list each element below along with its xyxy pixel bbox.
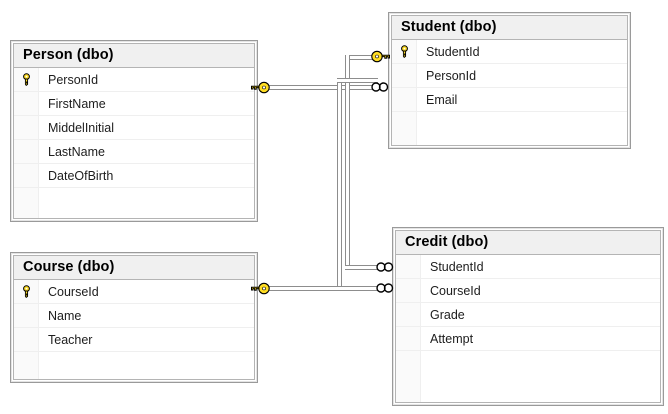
entity-table-student[interactable]: Student (dbo) StudentId PersonId xyxy=(388,12,631,149)
key-cell xyxy=(396,327,421,350)
table-row-empty[interactable] xyxy=(392,112,627,145)
infinity-icon xyxy=(376,262,394,272)
key-cell xyxy=(14,92,39,115)
relationship-corner-course-credit xyxy=(337,285,342,290)
relationship-endpoint-one-person[interactable] xyxy=(250,80,270,95)
key-cell xyxy=(392,88,417,111)
key-cell xyxy=(14,352,39,379)
field-label: LastName xyxy=(48,144,105,159)
table-row[interactable]: Attempt xyxy=(396,327,660,351)
field-label: StudentId xyxy=(426,44,480,59)
key-cell xyxy=(396,255,421,278)
key-cell xyxy=(396,279,421,302)
relationship-endpoint-many-student[interactable] xyxy=(370,80,390,94)
relationship-line-course-credit-vertical[interactable] xyxy=(337,78,342,290)
relationship-endpoint-one-student[interactable] xyxy=(371,49,391,64)
field-label: Grade xyxy=(430,307,465,322)
table-row[interactable]: LastName xyxy=(14,140,254,164)
key-cell xyxy=(392,40,417,63)
field-label: MiddelInitial xyxy=(48,120,115,135)
entity-table-course-title[interactable]: Course (dbo) xyxy=(14,256,254,280)
field-label: Email xyxy=(426,92,458,107)
key-icon xyxy=(22,73,30,86)
table-row[interactable]: PersonId xyxy=(392,64,627,88)
table-row[interactable]: CourseId xyxy=(396,279,660,303)
table-row[interactable]: FirstName xyxy=(14,92,254,116)
relationship-endpoint-one-course[interactable] xyxy=(250,281,270,296)
key-cell xyxy=(14,328,39,351)
entity-table-person-fields: PersonId FirstName MiddelInitial LastNam… xyxy=(14,68,254,218)
field-label: Name xyxy=(48,308,82,323)
key-icon xyxy=(251,282,270,295)
table-row[interactable]: Name xyxy=(14,304,254,328)
entity-table-course-inner: Course (dbo) CourseId Name xyxy=(13,255,255,380)
table-row-empty[interactable] xyxy=(14,352,254,379)
key-cell xyxy=(14,68,39,91)
relationship-line-student-credit-top[interactable] xyxy=(345,55,378,60)
entity-table-credit-inner: Credit (dbo) StudentId CourseId Grade At… xyxy=(395,230,661,403)
field-label: PersonId xyxy=(426,68,477,83)
entity-table-student-fields: StudentId PersonId Email xyxy=(392,40,627,145)
entity-table-student-title[interactable]: Student (dbo) xyxy=(392,16,627,40)
field-label: StudentId xyxy=(430,259,484,274)
table-row[interactable]: StudentId xyxy=(396,255,660,279)
relationship-line-course-credit-bottom[interactable] xyxy=(262,286,383,291)
table-row[interactable]: PersonId xyxy=(14,68,254,92)
field-label: CourseId xyxy=(48,284,99,299)
key-icon xyxy=(400,45,408,58)
key-icon xyxy=(22,285,30,298)
key-cell xyxy=(14,140,39,163)
relationship-line-person-student[interactable] xyxy=(262,85,374,90)
field-label: PersonId xyxy=(48,72,99,87)
relationship-line-course-credit-top[interactable] xyxy=(337,78,378,83)
entity-table-person[interactable]: Person (dbo) PersonId FirstName xyxy=(10,40,258,222)
key-cell xyxy=(14,164,39,187)
relationship-line-student-credit-bottom[interactable] xyxy=(345,265,383,270)
key-cell xyxy=(14,280,39,303)
infinity-icon xyxy=(371,82,389,92)
relationship-corner-student-credit-top xyxy=(345,55,350,60)
entity-table-course[interactable]: Course (dbo) CourseId Name xyxy=(10,252,258,383)
key-cell xyxy=(396,303,421,326)
key-cell xyxy=(14,116,39,139)
entity-table-student-inner: Student (dbo) StudentId PersonId xyxy=(391,15,628,146)
key-cell xyxy=(396,351,421,402)
entity-table-credit[interactable]: Credit (dbo) StudentId CourseId Grade At… xyxy=(392,227,664,406)
table-row-empty[interactable] xyxy=(14,188,254,218)
field-label: DateOfBirth xyxy=(48,168,114,183)
field-label: Teacher xyxy=(48,332,93,347)
table-row-empty[interactable] xyxy=(396,351,660,402)
field-label: Attempt xyxy=(430,331,474,346)
key-cell xyxy=(392,112,417,145)
entity-table-person-inner: Person (dbo) PersonId FirstName xyxy=(13,43,255,219)
key-cell xyxy=(14,188,39,218)
entity-table-person-title[interactable]: Person (dbo) xyxy=(14,44,254,68)
table-row[interactable]: DateOfBirth xyxy=(14,164,254,188)
key-cell xyxy=(14,304,39,327)
table-row[interactable]: Grade xyxy=(396,303,660,327)
field-label: CourseId xyxy=(430,283,481,298)
key-icon xyxy=(251,81,270,94)
entity-table-credit-fields: StudentId CourseId Grade Attempt xyxy=(396,255,660,402)
table-row[interactable]: MiddelInitial xyxy=(14,116,254,140)
key-cell xyxy=(392,64,417,87)
field-label: FirstName xyxy=(48,96,106,111)
relationship-endpoint-many-credit-course[interactable] xyxy=(375,281,395,295)
key-icon xyxy=(371,50,390,63)
table-row[interactable]: StudentId xyxy=(392,40,627,64)
table-row[interactable]: Email xyxy=(392,88,627,112)
table-row[interactable]: CourseId xyxy=(14,280,254,304)
relationship-endpoint-many-credit-student[interactable] xyxy=(375,260,395,274)
table-row[interactable]: Teacher xyxy=(14,328,254,352)
relationship-line-student-credit-vertical[interactable] xyxy=(345,55,350,270)
infinity-icon xyxy=(376,283,394,293)
entity-table-credit-title[interactable]: Credit (dbo) xyxy=(396,231,660,255)
entity-table-course-fields: CourseId Name Teacher xyxy=(14,280,254,379)
